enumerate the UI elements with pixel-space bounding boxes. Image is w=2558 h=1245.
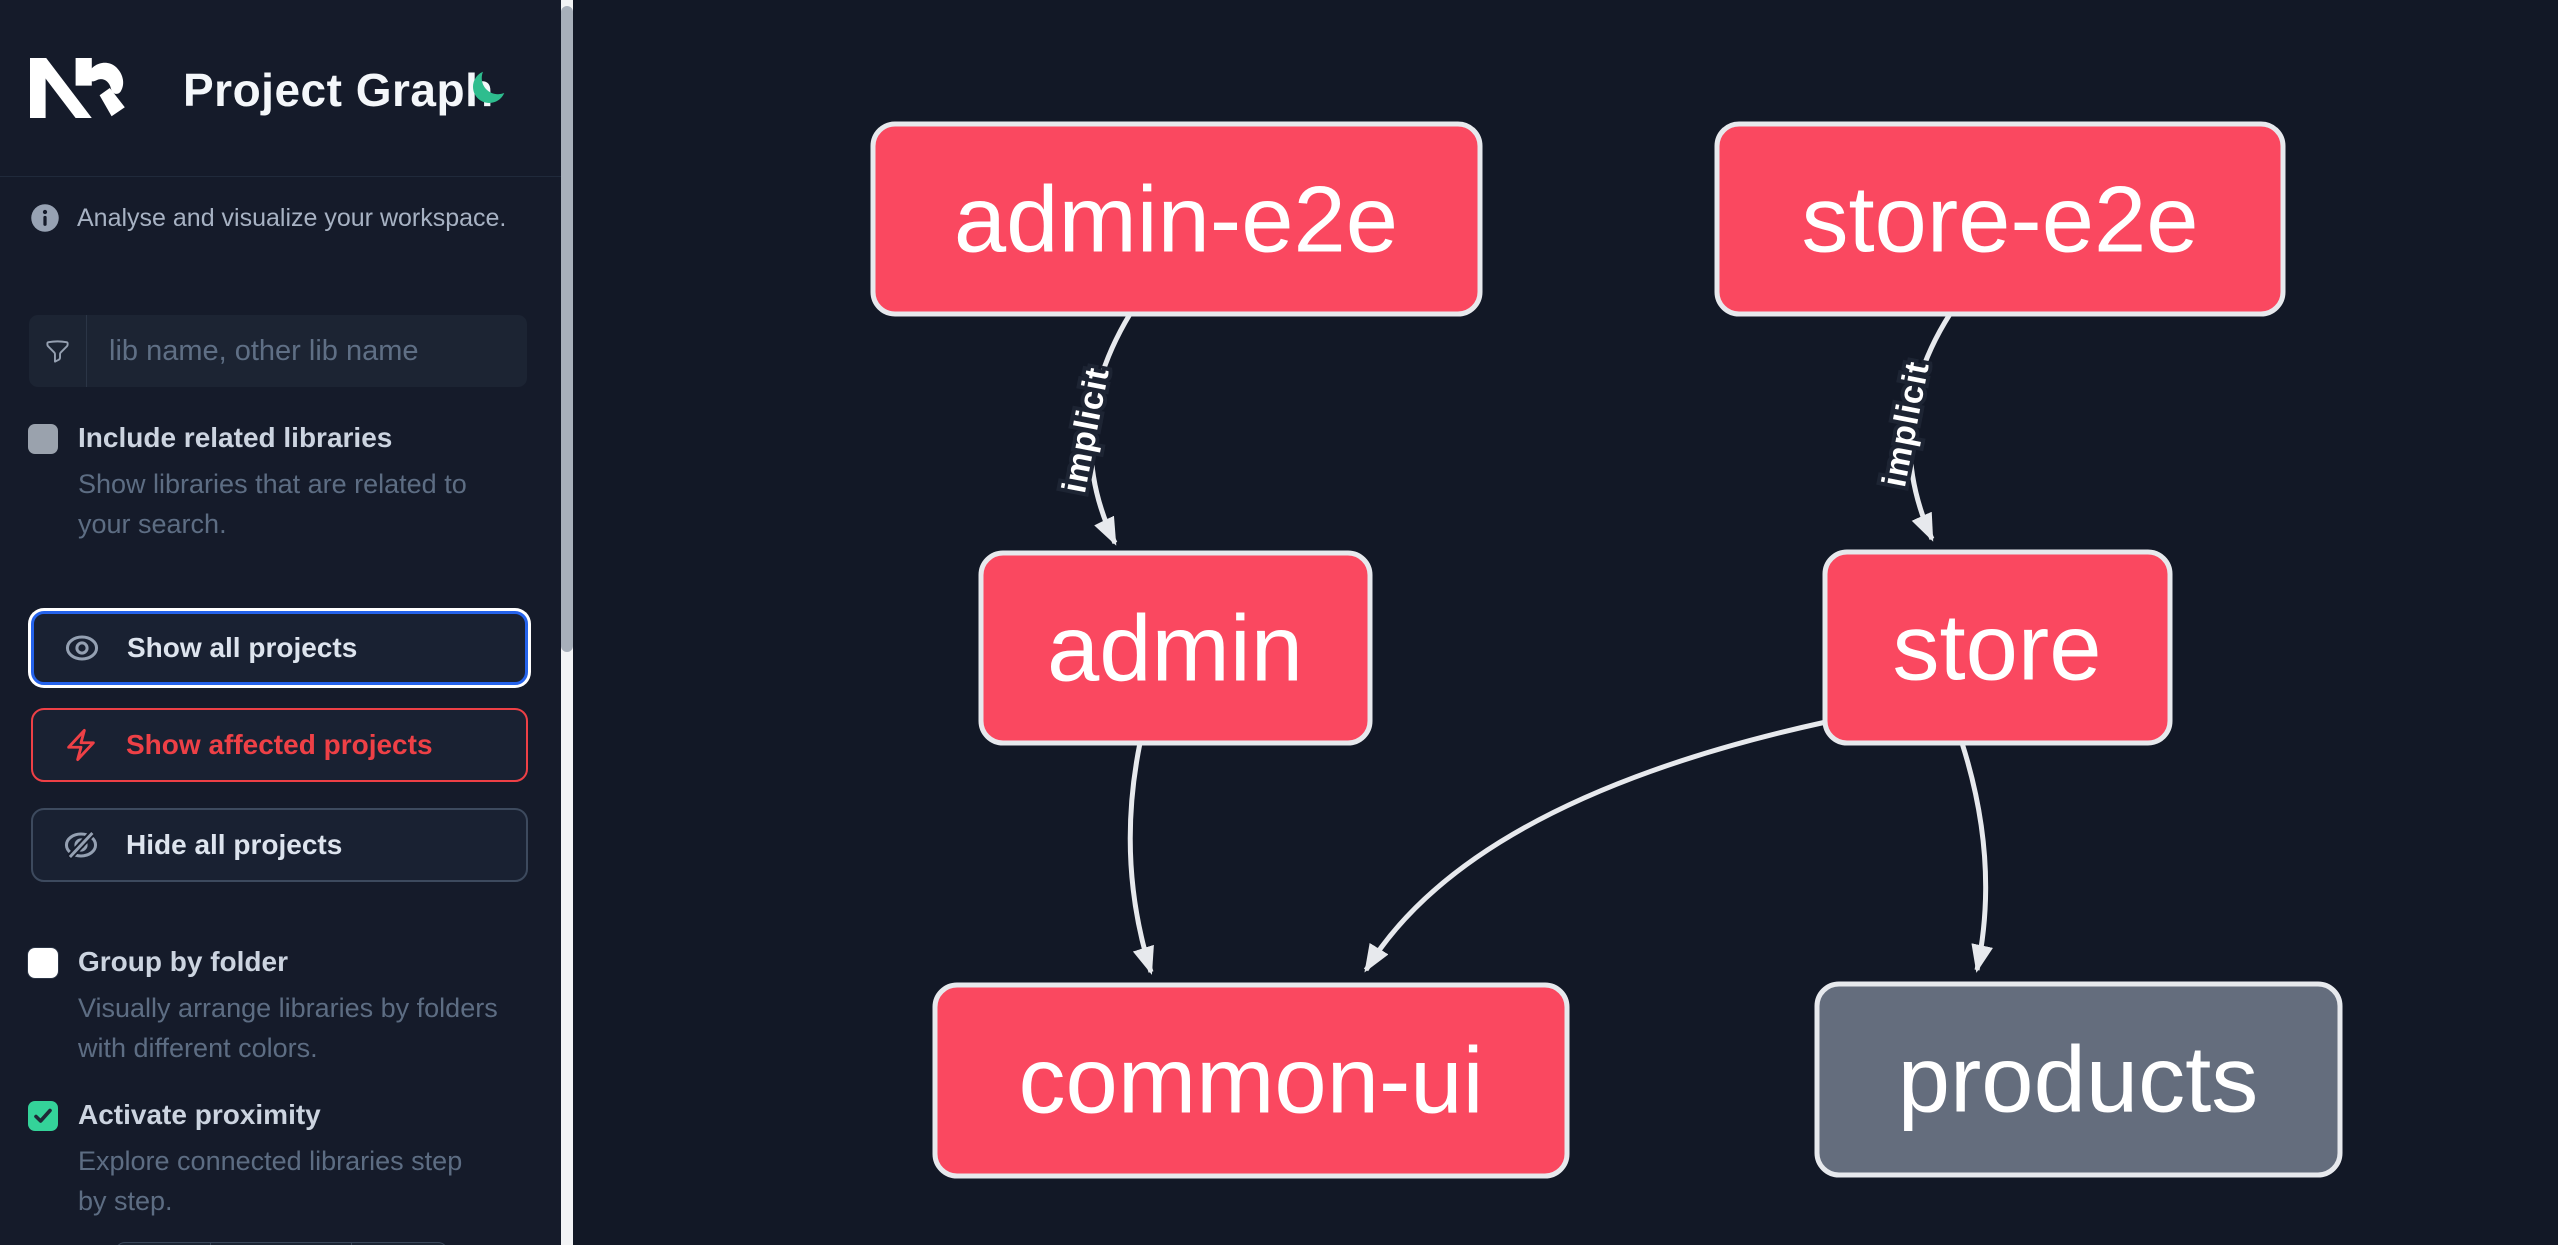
page-title: Project Graph — [183, 64, 494, 116]
button-label: Show affected projects — [126, 729, 433, 760]
node-admin-e2e[interactable]: admin-e2e — [870, 121, 1483, 317]
toggle-activate-proximity: Activate proximity Explore connected lib… — [28, 1099, 498, 1241]
edge-store-e2e-to-store[interactable] — [1907, 312, 1953, 542]
edge-store-to-products[interactable] — [1959, 742, 1993, 973]
hide-all-projects-button[interactable]: Hide all projects — [31, 808, 528, 882]
edge-admin-to-common-ui[interactable] — [1127, 742, 1154, 975]
sidebar-header: Project Graph — [0, 0, 561, 177]
scrollbar-thumb[interactable] — [561, 6, 573, 652]
node-store[interactable]: store — [1822, 549, 2173, 746]
button-label: Show all projects — [127, 632, 358, 663]
node-store-e2e[interactable]: store-e2e — [1714, 121, 2286, 317]
node-common-ui[interactable]: common-ui — [932, 982, 1570, 1179]
toggle-description: Explore connected libraries step by step… — [78, 1146, 463, 1216]
search-box — [29, 315, 527, 387]
node-label: store — [1893, 595, 2102, 700]
funnel-icon — [29, 315, 87, 387]
info-icon — [31, 204, 59, 232]
checkbox-activate-proximity[interactable] — [28, 1101, 58, 1131]
checkbox-include-related[interactable] — [28, 424, 58, 454]
checkbox-group-by-folder[interactable] — [28, 948, 58, 978]
show-affected-projects-button[interactable]: Show affected projects — [31, 708, 528, 782]
sidebar-scrollbar[interactable] — [561, 0, 573, 1245]
edge-store-to-common-ui[interactable] — [1363, 719, 1827, 973]
toggle-description: Show libraries that are related to your … — [78, 469, 467, 539]
search-input[interactable] — [87, 315, 527, 387]
workspace-tagline: Analyse and visualize your workspace. — [30, 203, 506, 233]
node-products[interactable]: products — [1814, 981, 2343, 1178]
check-icon — [34, 1108, 52, 1123]
toggle-include-related: Include related libraries Show libraries… — [28, 422, 498, 554]
nx-logo-icon — [30, 58, 125, 118]
bolt-icon — [67, 728, 95, 762]
node-label: store-e2e — [1801, 167, 2198, 272]
button-label: Hide all projects — [126, 829, 343, 860]
eye-slash-icon — [64, 829, 98, 861]
node-label: common-ui — [1019, 1028, 1484, 1133]
node-label: admin-e2e — [954, 167, 1398, 272]
toggle-label[interactable]: Activate proximity — [78, 1099, 321, 1130]
toggle-label[interactable]: Group by folder — [78, 946, 288, 977]
edge-label-implicit: implicit — [1875, 358, 1937, 490]
node-admin[interactable]: admin — [978, 550, 1373, 746]
sidebar: Project Graph Analyse and visualize your… — [0, 0, 573, 1245]
tagline-text: Analyse and visualize your workspace. — [77, 203, 507, 232]
edge-admin-e2e-to-admin[interactable] — [1088, 312, 1133, 546]
toggle-label[interactable]: Include related libraries — [78, 422, 393, 453]
node-label: products — [1898, 1027, 2259, 1132]
node-label: admin — [1047, 596, 1303, 701]
eye-icon — [65, 635, 99, 661]
edge-label-implicit: implicit — [1055, 364, 1117, 496]
toggle-description: Visually arrange libraries by folders wi… — [78, 993, 498, 1063]
project-graph-canvas[interactable]: implicit implicit admin-e2e store-e2e ad… — [573, 0, 2558, 1245]
moon-icon[interactable] — [468, 68, 508, 108]
toggle-group-by-folder: Group by folder Visually arrange librari… — [28, 946, 498, 1088]
show-all-projects-button[interactable]: Show all projects — [31, 611, 528, 685]
